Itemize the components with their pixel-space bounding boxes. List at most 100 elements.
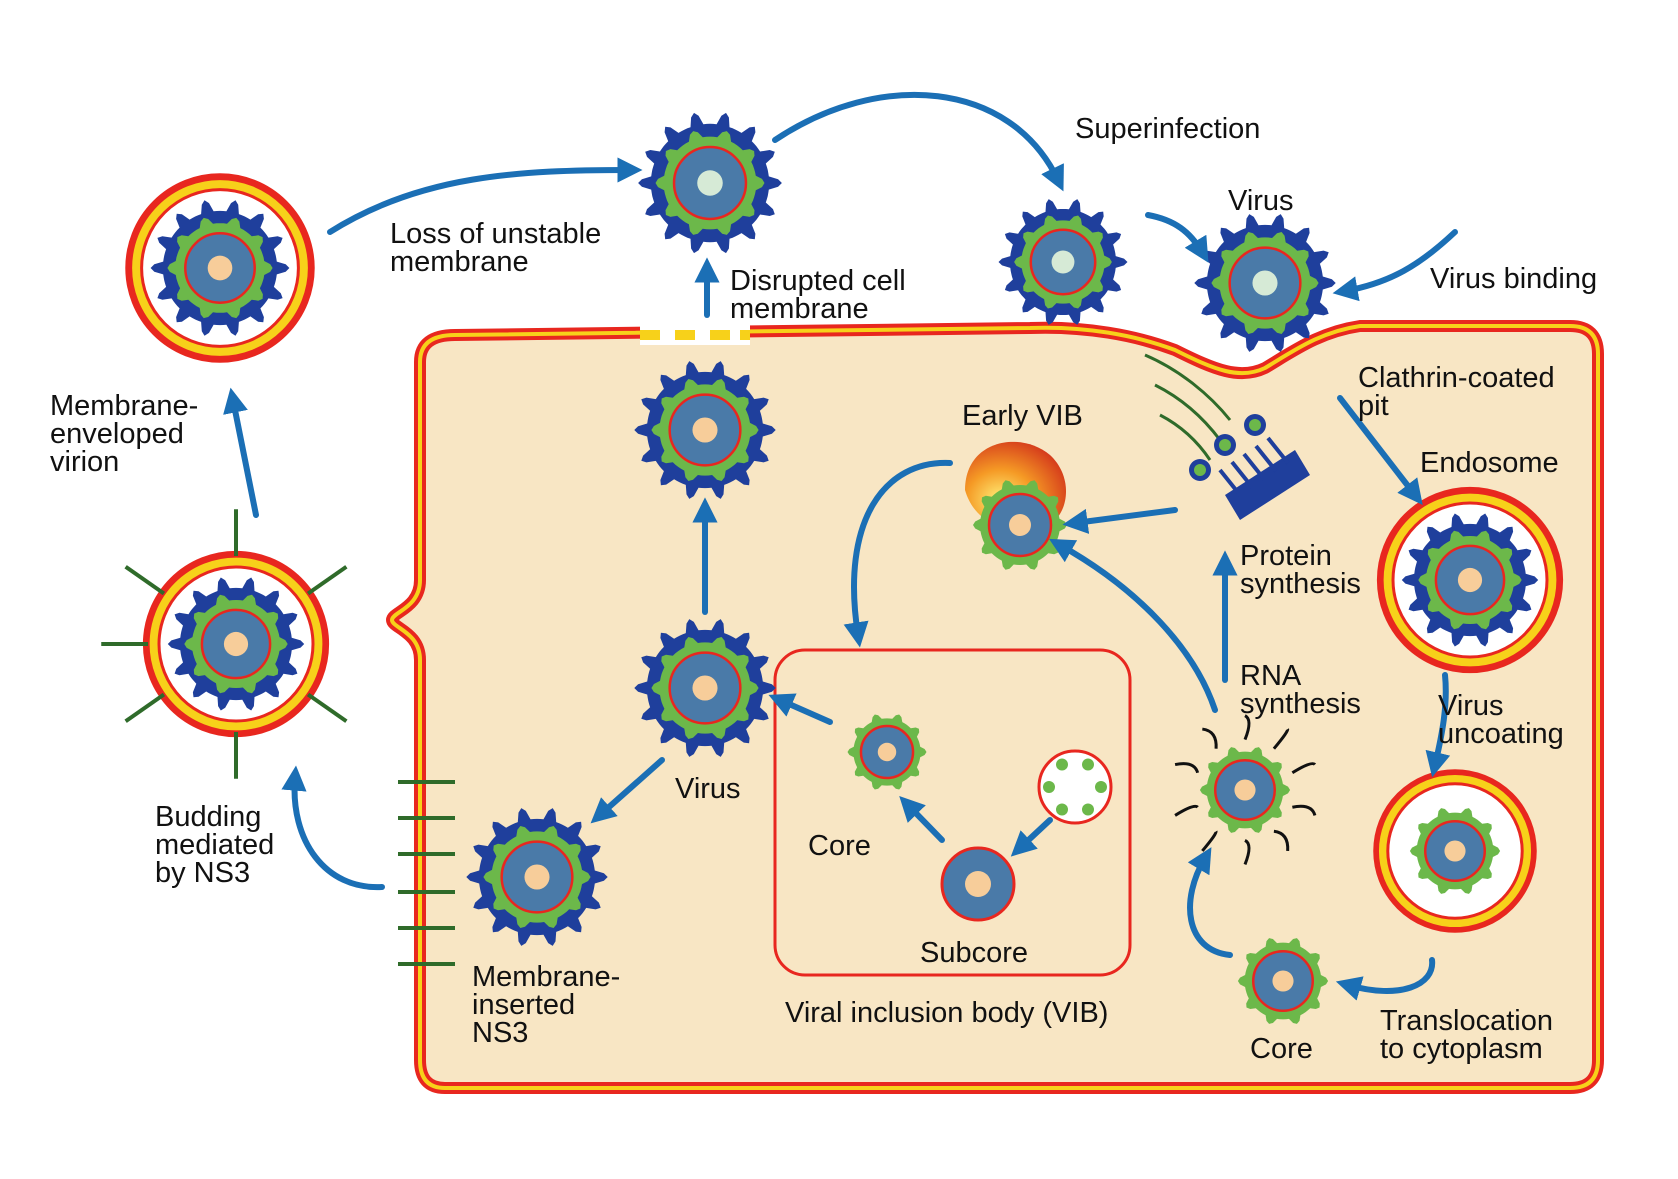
core-center bbox=[207, 255, 233, 281]
core-center bbox=[1009, 514, 1031, 536]
arrow-superinfection-to-virus bbox=[1145, 212, 1209, 263]
superinfecting-virion bbox=[998, 199, 1128, 325]
arrow-rna-to-vib bbox=[1049, 538, 1218, 713]
envelope-inner bbox=[1383, 493, 1557, 667]
protein-subunit bbox=[1043, 781, 1055, 793]
virus-at-ns3-membrane bbox=[466, 808, 608, 946]
clathrin-coat bbox=[1144, 353, 1232, 461]
rna-strand bbox=[1174, 762, 1200, 774]
label-early-vib: Early VIB bbox=[962, 400, 1083, 432]
rna-strand bbox=[1273, 829, 1290, 852]
ns3-spike bbox=[124, 692, 166, 723]
rna-strand bbox=[1202, 727, 1218, 749]
membrane-enveloped-virion bbox=[125, 173, 315, 363]
label-viral-inclusion-body: Viral inclusion body (VIB) bbox=[785, 997, 1108, 1029]
flow-arrows bbox=[223, 92, 1458, 1001]
envelope-inner bbox=[149, 557, 323, 731]
label-endosome: Endosome bbox=[1420, 447, 1559, 479]
envelope-line bbox=[157, 565, 315, 723]
label-virus-top: Virus bbox=[1228, 185, 1294, 217]
uncoated-virion-top bbox=[638, 112, 782, 254]
core-center bbox=[1234, 779, 1256, 801]
arrow-loss-of-membrane bbox=[327, 157, 643, 235]
label-virus-binding: Virus binding bbox=[1430, 263, 1597, 295]
core-center bbox=[223, 631, 249, 657]
ns3-inserted-bars bbox=[398, 780, 455, 966]
label-virus-middle: Virus bbox=[675, 773, 741, 805]
core-center bbox=[692, 675, 718, 701]
rna-strand bbox=[1174, 804, 1199, 817]
core-center bbox=[524, 864, 550, 890]
protein-subunit bbox=[1082, 803, 1094, 816]
core-at-early-vib bbox=[973, 480, 1067, 570]
core-in-vib bbox=[847, 714, 927, 790]
rna-strand bbox=[1291, 762, 1317, 775]
arrow-vib-down-into-box bbox=[843, 459, 953, 648]
virion-exiting-cell bbox=[634, 361, 776, 499]
core-center bbox=[1252, 270, 1278, 296]
core-center bbox=[697, 170, 723, 196]
rna-strand bbox=[1272, 728, 1290, 750]
envelope-line bbox=[140, 188, 300, 348]
virion-in-endosome bbox=[1376, 486, 1564, 674]
envelope-line bbox=[1386, 782, 1524, 920]
label-core-bottom: Core bbox=[1250, 1033, 1313, 1065]
arrow-virus-binding bbox=[1332, 229, 1458, 302]
subcore-forming bbox=[1037, 749, 1113, 825]
arrow-uncoating bbox=[1425, 672, 1451, 778]
core-center bbox=[1457, 567, 1483, 593]
arrow-translocation bbox=[1335, 957, 1436, 1001]
arrow-clathrin-to-endosome bbox=[1337, 395, 1423, 505]
cell-membrane-inner bbox=[389, 324, 1600, 1090]
rna-strand bbox=[1243, 714, 1251, 741]
arrow-budding bbox=[281, 765, 385, 891]
rna-strand bbox=[1292, 804, 1317, 816]
envelope-inner bbox=[132, 180, 308, 356]
virus-particles bbox=[101, 112, 1564, 1024]
viral-inclusion-body-box bbox=[773, 648, 1132, 977]
budding-virion bbox=[101, 509, 348, 779]
subcore-center bbox=[965, 871, 991, 897]
rna-strand bbox=[1243, 839, 1251, 865]
arrow-subcore-to-core bbox=[899, 795, 945, 843]
subcore-assembled bbox=[940, 846, 1016, 922]
protein-subunit bbox=[1056, 803, 1068, 816]
label-subcore: Subcore bbox=[920, 937, 1028, 969]
core-center bbox=[1272, 970, 1294, 992]
binding-virion bbox=[1194, 214, 1336, 352]
arrow-core-to-virus bbox=[768, 693, 833, 725]
transcribing-core bbox=[1174, 714, 1317, 865]
ns3-spike bbox=[306, 565, 348, 596]
arrow-virus-to-ns3 bbox=[590, 757, 665, 824]
uncoating-core-in-endosome bbox=[1373, 769, 1537, 933]
protein-subunit bbox=[1095, 781, 1107, 793]
label-superinfection: Superinfection bbox=[1075, 113, 1260, 145]
core-center bbox=[692, 417, 718, 443]
core-center bbox=[1051, 250, 1075, 274]
envelope-inner bbox=[1378, 774, 1532, 928]
virus-in-cytoplasm bbox=[634, 619, 776, 757]
ns3-spike bbox=[306, 692, 348, 723]
arrow-to-superinfection bbox=[772, 92, 1064, 192]
arrow-core-to-rna bbox=[1187, 847, 1233, 958]
core-center bbox=[877, 742, 897, 762]
arrow-forming-to-subcore bbox=[1010, 817, 1053, 857]
label-core-in-vib: Core bbox=[808, 830, 871, 862]
ribosome-strand bbox=[1189, 414, 1310, 520]
forming-ring bbox=[1037, 749, 1113, 825]
core-center bbox=[1444, 840, 1466, 862]
protein-subunit bbox=[1056, 758, 1068, 771]
ns3-spike bbox=[124, 565, 166, 596]
